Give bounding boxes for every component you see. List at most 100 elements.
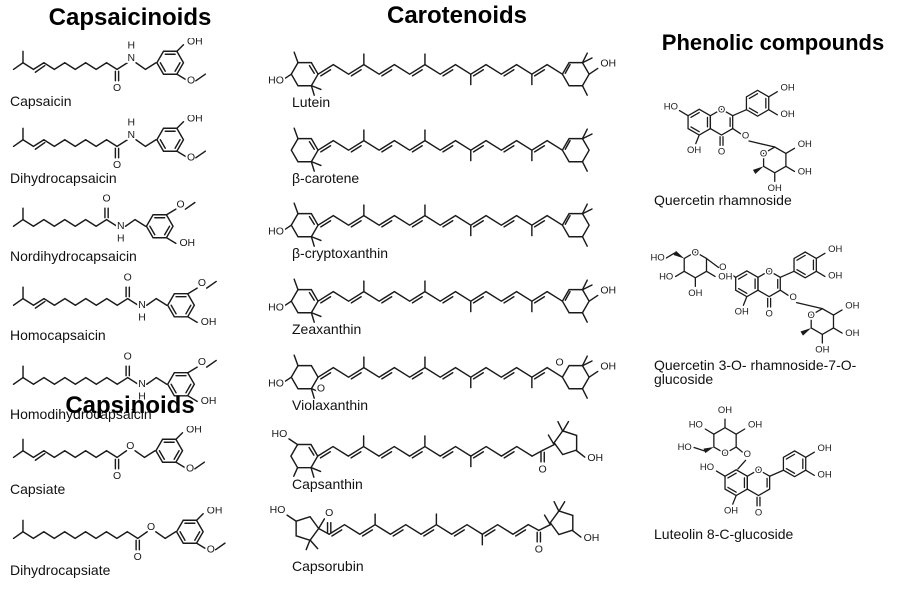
svg-text:O: O — [124, 273, 132, 284]
svg-text:O: O — [187, 76, 195, 87]
compound: HO β-cryptoxanthin — [262, 187, 652, 261]
svg-text:O: O — [325, 507, 333, 519]
svg-text:O: O — [102, 194, 110, 205]
compound-label: β-carotene — [292, 169, 360, 186]
zeaxanthin-structure: HO OH — [266, 278, 618, 323]
svg-text:HO: HO — [700, 462, 714, 473]
compound: β-carotene — [262, 112, 652, 186]
svg-text:O: O — [808, 310, 815, 321]
svg-text:O: O — [124, 351, 132, 362]
svg-text:OH: OH — [818, 443, 832, 454]
svg-text:OH: OH — [201, 317, 217, 328]
svg-text:O: O — [765, 266, 772, 277]
b-cryptoxanthin-structure: HO — [266, 202, 593, 248]
compound-label: Quercetin rhamnoside — [654, 192, 792, 208]
section-title-capsinoids: Capsinoids — [65, 392, 195, 419]
svg-text:O: O — [113, 83, 121, 94]
svg-text:O: O — [535, 544, 543, 556]
compound-label: Capsaicin — [10, 93, 72, 109]
section-title-carotenoids: Carotenoids — [386, 2, 527, 29]
svg-text:O: O — [207, 544, 215, 555]
svg-text:HO: HO — [268, 302, 284, 314]
svg-text:OH: OH — [187, 38, 203, 48]
svg-text:OH: OH — [735, 306, 749, 317]
svg-text:O: O — [755, 465, 762, 476]
svg-text:O: O — [126, 441, 134, 452]
svg-text:OH: OH — [748, 420, 762, 431]
section-title-phenolic-compounds: Phenolic compounds — [661, 30, 885, 55]
svg-text:N: N — [138, 300, 146, 311]
compound-label: Luteolin 8-C-glucoside — [654, 526, 794, 543]
svg-text:O: O — [317, 382, 325, 394]
svg-text:OH: OH — [600, 58, 616, 70]
svg-text:OH: OH — [845, 328, 859, 339]
svg-text:N: N — [117, 221, 125, 232]
svg-text:H: H — [138, 391, 146, 402]
svg-text:O: O — [113, 160, 121, 171]
svg-text:O: O — [742, 130, 749, 141]
svg-text:HO: HO — [272, 428, 288, 440]
svg-text:OH: OH — [845, 300, 859, 311]
compound: HO OH Zeaxanthin — [262, 263, 652, 337]
svg-text:HO: HO — [689, 420, 703, 431]
svg-text:O: O — [760, 148, 767, 159]
compound-label: β-cryptoxanthin — [292, 245, 388, 262]
svg-text:OH: OH — [584, 532, 600, 544]
svg-text:HO: HO — [268, 226, 284, 238]
compound-label: Zeaxanthin — [292, 321, 362, 338]
svg-text:N: N — [138, 379, 146, 390]
svg-text:O: O — [721, 448, 728, 459]
svg-text:OH: OH — [600, 285, 616, 297]
compound-label: Quercetin 3-O- rhamnoside-7-O-glucoside — [654, 356, 857, 388]
svg-text:OH: OH — [718, 405, 732, 416]
svg-text:O: O — [198, 278, 206, 289]
svg-text:OH: OH — [186, 426, 202, 436]
svg-text:H: H — [127, 41, 135, 52]
svg-text:N: N — [127, 130, 135, 141]
svg-text:O: O — [177, 200, 185, 211]
svg-text:OH: OH — [187, 115, 203, 125]
svg-text:HO: HO — [664, 101, 678, 112]
svg-text:OH: OH — [201, 396, 217, 407]
svg-text:OH: OH — [828, 270, 842, 281]
svg-text:HO: HO — [678, 442, 692, 453]
b-carotene-structure — [290, 127, 593, 172]
compound-label: Capsorubin — [292, 558, 364, 575]
compound-label: Homodihydrocapsaicin — [10, 405, 152, 422]
svg-text:O: O — [113, 471, 121, 482]
svg-text:O: O — [134, 552, 142, 563]
svg-text:HO: HO — [268, 377, 284, 389]
svg-text:H: H — [117, 234, 125, 245]
compound-label: Capsanthin — [292, 476, 363, 493]
svg-text:OH: OH — [781, 82, 795, 93]
compound-label: Nordihydrocapsaicin — [10, 248, 137, 265]
svg-text:OH: OH — [798, 139, 812, 150]
svg-text:HO: HO — [659, 271, 673, 282]
